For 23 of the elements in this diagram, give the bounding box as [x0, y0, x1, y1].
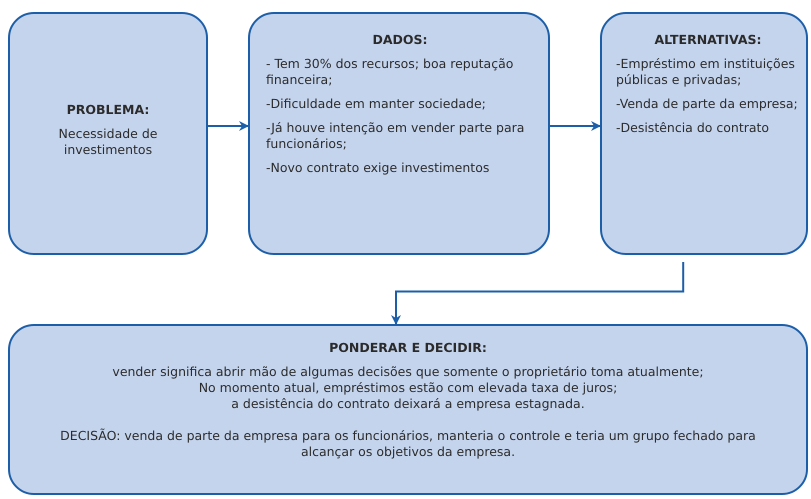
box-heading: ALTERNATIVAS:: [653, 32, 763, 48]
box-text: vender significa abrir mão de algumas decisões que somente o proprietário toma atualmente;: [111, 364, 705, 380]
arrow: [550, 121, 601, 131]
box-heading: PONDERAR E DECIDIR:: [328, 340, 488, 356]
box-heading: PROBLEMA:: [66, 102, 150, 118]
arrow: [391, 262, 684, 325]
box-text: DECISÃO: venda de parte da empresa para os funcionários, manteria o controle e teria um grupo fechado para alcançar os objetivos da empresa.: [59, 428, 757, 460]
box-text: -Empréstimo em instituições públicas e privadas;: [616, 56, 796, 88]
rounded-box: [248, 12, 550, 255]
box-text: - Tem 30% dos recursos; boa reputação financeira;: [266, 56, 514, 88]
box-heading: DADOS:: [371, 32, 429, 48]
rounded-box: [600, 12, 808, 255]
box-text: -Novo contrato exige investimentos: [266, 160, 490, 176]
arrow: [208, 121, 249, 131]
rounded-box: [8, 324, 808, 495]
box-text: No momento atual, empréstimos estão com elevada taxa de juros;: [198, 380, 618, 396]
box-text: Necessidade de investimentos: [58, 126, 158, 158]
box-text: -Desistência do contrato: [616, 120, 770, 136]
rounded-box: [8, 12, 208, 255]
box-text: -Dificuldade em manter sociedade;: [266, 96, 487, 112]
box-text: -Já houve intenção em vender parte para funcionários;: [266, 120, 526, 152]
box-text: -Venda de parte da empresa;: [616, 96, 799, 112]
box-text: a desistência do contrato deixará a empresa estagnada.: [230, 396, 586, 412]
